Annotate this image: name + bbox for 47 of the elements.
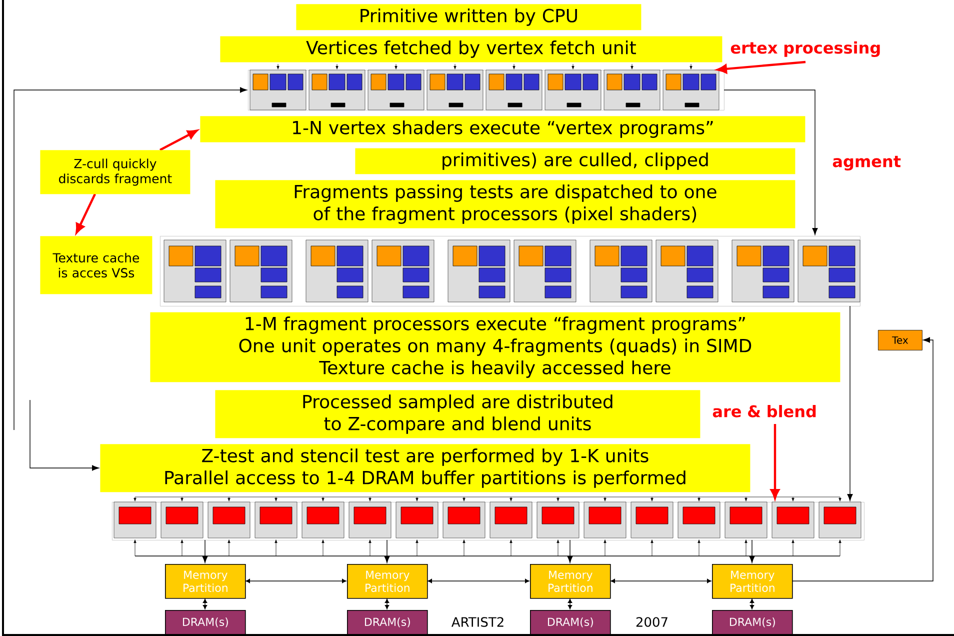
dram-box: DRAM(s) — [530, 610, 611, 635]
callout-box: Z-test and stencil test are performed by 1-K units Parallel access to 1-4 DRAM buffer partitions is performed — [100, 444, 750, 492]
callout-box: Z-cull quickly discards fragment — [40, 150, 190, 194]
callout-box: primitives) are culled, clipped — [355, 148, 796, 174]
raster-unit-array-drawing — [112, 496, 864, 556]
callout-box: Vertices fetched by vertex fetch unit — [220, 36, 722, 62]
callout-box: Texture cache is acces VSs — [40, 236, 152, 294]
arrow — [610, 578, 712, 584]
arrow — [749, 540, 755, 563]
arrow — [76, 194, 96, 234]
dram-box: DRAM(s) — [347, 610, 428, 635]
memory-partition-box: Memory Partition — [165, 564, 246, 599]
footer-text: 2007 — [636, 617, 668, 627]
section-label: ertex processing — [730, 41, 880, 57]
memory-partition-box: Memory Partition — [712, 564, 793, 599]
section-label: agment — [832, 156, 901, 171]
arrow — [30, 400, 99, 471]
arrow — [246, 578, 346, 584]
callout-box: Fragments passing tests are dispatched to one of the fragment processors (pixel shaders) — [215, 180, 796, 228]
vertex-shader-array-drawing — [248, 64, 724, 110]
callout-box: 1-M fragment processors execute “fragment programs” One unit operates on many 4-fragments (quads) in SIMD Texture cache is heavily accessed here — [150, 312, 840, 382]
arrow — [770, 424, 780, 500]
memory-partition-box: Memory Partition — [347, 564, 428, 599]
dram-box: DRAM(s) — [165, 610, 246, 635]
arrow — [568, 598, 572, 610]
arrow — [160, 130, 198, 151]
arrow — [847, 306, 853, 501]
dram-box: DRAM(s) — [712, 610, 793, 635]
arrow — [724, 90, 818, 235]
arrow — [792, 337, 934, 582]
section-label: are & blend — [712, 405, 816, 418]
callout-box: 1-N vertex shaders execute “vertex programs” — [200, 116, 806, 142]
arrow — [384, 598, 390, 610]
arrow — [14, 87, 247, 430]
footer-text: ARTIST2 — [452, 617, 504, 627]
arrow — [428, 578, 530, 584]
texture-unit-box: Tex — [878, 330, 922, 350]
arrow — [384, 540, 390, 563]
arrow — [202, 540, 208, 563]
callout-box: Primitive written by CPU — [296, 4, 642, 30]
callout-box: Processed sampled are distributed to Z-compare and blend units — [215, 390, 700, 438]
fragment-processor-array-drawing — [160, 236, 860, 306]
arrow — [750, 598, 754, 610]
arrow — [567, 540, 573, 563]
memory-partition-box: Memory Partition — [530, 564, 611, 599]
arrow — [716, 60, 806, 74]
arrow — [202, 598, 208, 610]
